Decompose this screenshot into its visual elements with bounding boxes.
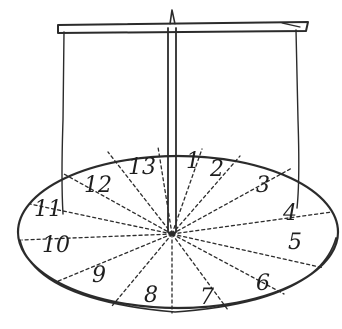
sector-number-13: 13 (128, 155, 156, 180)
hour-line (56, 234, 172, 282)
sector-number-8: 8 (144, 283, 158, 308)
hour-line (172, 168, 292, 234)
hour-line (64, 174, 172, 234)
hour-line (158, 147, 172, 234)
gnomon-rod (168, 10, 176, 235)
sector-number-10: 10 (42, 233, 70, 258)
sector-number-4: 4 (282, 201, 297, 226)
sector-number-11: 11 (34, 197, 62, 222)
sector-number-3: 3 (256, 173, 270, 198)
sector-number-7: 7 (200, 285, 214, 310)
sector-number-12: 12 (84, 173, 112, 198)
hour-line (172, 212, 332, 234)
rod-tip (170, 10, 175, 24)
sector-number-5: 5 (288, 230, 302, 255)
hour-line (172, 156, 240, 234)
cross-bar (58, 22, 308, 33)
sector-number-2: 2 (209, 157, 224, 182)
hour-line (112, 234, 172, 306)
sector-number-6: 6 (256, 271, 270, 296)
sector-number-9: 9 (92, 263, 106, 288)
sector-number-1: 1 (186, 149, 200, 174)
left-thread (62, 32, 64, 214)
